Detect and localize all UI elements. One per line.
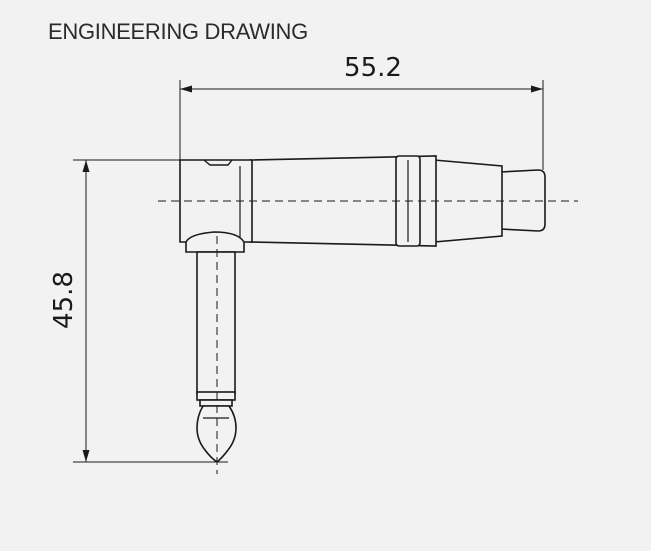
height-dimension-value: 45.8 [49, 271, 79, 329]
head-notch [203, 159, 233, 166]
height-arrow-top [82, 160, 90, 172]
width-dimension-value: 55.2 [344, 53, 402, 83]
insulator-ring [199, 399, 233, 407]
height-dimension: 45.8 [49, 159, 228, 463]
height-arrow-bottom [82, 450, 90, 462]
width-dimension: 55.2 [179, 53, 544, 190]
width-arrow-left [180, 85, 192, 93]
sleeve-ring [196, 391, 236, 401]
plug-outline [179, 155, 546, 463]
page-title: ENGINEERING DRAWING [48, 19, 308, 44]
plug-sleeve [196, 251, 236, 395]
plug-collar [185, 231, 245, 253]
width-arrow-right [531, 85, 543, 93]
